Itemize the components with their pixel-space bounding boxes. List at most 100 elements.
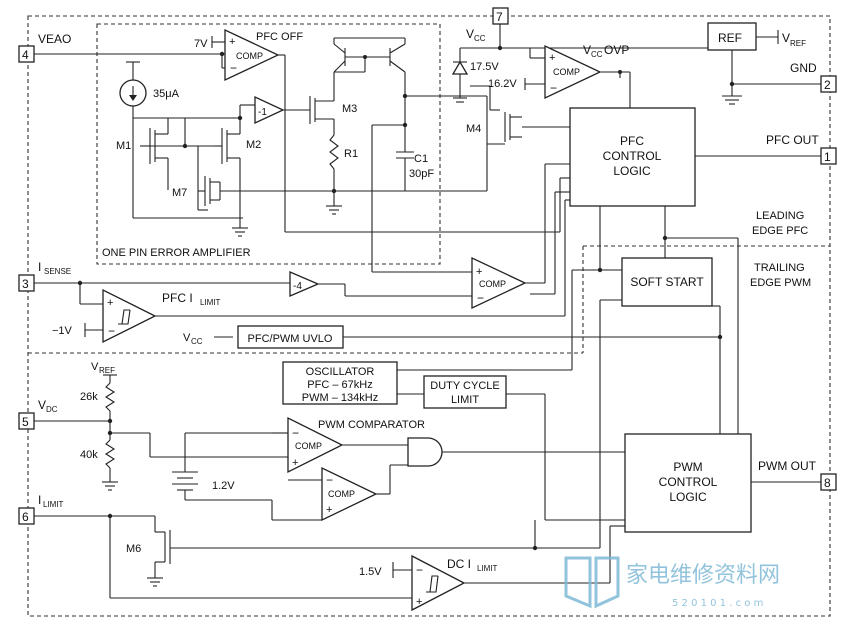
svg-text:V: V (466, 27, 474, 41)
svg-text:PFC: PFC (620, 134, 644, 148)
svg-text:V: V (583, 43, 591, 57)
svg-text:COMP: COMP (553, 67, 580, 77)
pin-6-ilimit: 6 I LIMIT (18, 493, 64, 525)
svg-text:SENSE: SENSE (44, 267, 71, 276)
svg-text:REF: REF (718, 31, 742, 45)
svg-text:COMP: COMP (236, 51, 263, 61)
svg-text:+: + (549, 52, 555, 64)
svg-text:PFC OFF: PFC OFF (256, 31, 303, 43)
svg-text:LIMIT: LIMIT (43, 500, 64, 509)
svg-text:CC: CC (191, 337, 203, 346)
svg-text:+: + (107, 297, 113, 309)
svg-text:OSCILLATOR: OSCILLATOR (306, 366, 375, 378)
svg-text:−: − (326, 473, 333, 487)
svg-text:V: V (91, 361, 99, 373)
svg-text:LOGIC: LOGIC (613, 164, 651, 178)
error-amp-region (96, 23, 441, 265)
svg-text:COMP: COMP (295, 441, 322, 451)
svg-text:3: 3 (22, 277, 29, 291)
transistor-m3: M3 (309, 96, 357, 124)
pfc-off-comparator: + − COMP PFC OFF (224, 28, 303, 82)
svg-text:CC: CC (474, 34, 486, 43)
pfc-control-logic: PFC CONTROL LOGIC (569, 107, 696, 207)
trailing-edge-label-2: EDGE PWM (750, 277, 811, 289)
svg-text:−: − (108, 324, 115, 338)
pin-3-isense: 3 I SENSE (18, 260, 71, 292)
svg-text:M2: M2 (246, 139, 261, 151)
dc-ilimit-comparator: − + DC I LIMIT (411, 554, 498, 612)
svg-text:DUTY CYCLE: DUTY CYCLE (430, 380, 499, 392)
svg-text:-1: -1 (258, 107, 267, 118)
battery-1v2: 1.2V (172, 432, 272, 501)
svg-text:17.5V: 17.5V (470, 61, 499, 73)
svg-text:PWM: PWM (673, 460, 702, 474)
current-limit-comparator: − + COMP (321, 466, 378, 522)
transistor-m1: M1 (116, 118, 169, 190)
svg-text:V: V (782, 31, 790, 45)
svg-text:8: 8 (824, 476, 831, 490)
svg-text:PFC I: PFC I (162, 291, 193, 305)
v15-label: 1.5V (359, 566, 382, 578)
pin-1-pfc-out: 1 PFC OUT (766, 133, 837, 165)
svg-text:VEAO: VEAO (38, 32, 71, 46)
svg-text:M1: M1 (116, 140, 131, 152)
svg-text:REF: REF (790, 39, 806, 48)
svg-text:4: 4 (22, 48, 29, 62)
svg-text:26k: 26k (80, 391, 98, 403)
svg-text:COMP: COMP (328, 489, 355, 499)
svg-text:CONTROL: CONTROL (659, 475, 718, 489)
resistor-r1: R1 (329, 134, 358, 170)
svg-text:PFC OUT: PFC OUT (766, 133, 819, 147)
svg-text:40k: 40k (80, 449, 98, 461)
svg-text:V: V (183, 332, 191, 344)
trailing-edge-label-1: TRAILING (754, 262, 805, 274)
svg-text:R1: R1 (344, 148, 358, 160)
svg-text:I: I (38, 493, 41, 507)
svg-text:OVP: OVP (604, 43, 629, 57)
svg-text:CONTROL: CONTROL (603, 149, 662, 163)
pfc-current-comparator: + − COMP (471, 256, 527, 310)
watermark-text: 家电维修资料网 (626, 563, 780, 588)
svg-text:−: − (550, 81, 557, 95)
svg-text:C1: C1 (414, 153, 428, 165)
capacitor-c1: C1 30pF (396, 151, 434, 180)
svg-text:−: − (230, 61, 237, 75)
svg-text:PFC – 67kHz: PFC – 67kHz (307, 379, 372, 391)
svg-text:I: I (38, 260, 41, 274)
svg-text:CC: CC (591, 50, 603, 59)
svg-text:-4: -4 (293, 281, 302, 292)
svg-text:PFC/PWM UVLO: PFC/PWM UVLO (248, 333, 333, 345)
svg-text:2: 2 (824, 78, 831, 92)
soft-start-block: SOFT START (621, 257, 713, 307)
svg-text:M6: M6 (126, 543, 141, 555)
transistor-m6: M6 (126, 530, 171, 564)
svg-text:−: − (477, 291, 484, 305)
svg-text:PWM OUT: PWM OUT (758, 459, 817, 473)
svg-text:M7: M7 (172, 187, 187, 199)
pnp-mirror (333, 37, 406, 96)
pin-4-veao: 4 VEAO (18, 32, 71, 63)
leading-edge-label-2: EDGE PFC (752, 225, 808, 237)
svg-text:PWM – 134kHz: PWM – 134kHz (302, 392, 378, 404)
pin-8-pwm-out: 8 PWM OUT (758, 459, 837, 491)
watermark-logo: 家电维修资料网 5 2 0 1 0 1 . c o m (564, 556, 780, 609)
svg-text:1: 1 (824, 150, 831, 164)
pin-2-gnd: 2 GND (790, 61, 837, 93)
svg-text:GND: GND (790, 61, 817, 75)
svg-text:SOFT START: SOFT START (630, 275, 704, 289)
svg-text:−: − (292, 426, 299, 440)
leading-edge-label-1: LEADING (756, 210, 804, 222)
gain-minus4: -4 (289, 271, 320, 297)
svg-text:DC: DC (46, 405, 58, 414)
pwm-control-logic: PWM CONTROL LOGIC (624, 433, 752, 533)
svg-text:REF: REF (99, 366, 115, 375)
svg-text:LIMIT: LIMIT (477, 564, 498, 573)
duty-cycle-limit-block: DUTY CYCLE LIMIT (423, 375, 507, 409)
svg-text:LOGIC: LOGIC (669, 490, 707, 504)
uvlo-block: V CC PFC/PWM UVLO (183, 325, 344, 349)
svg-text:5: 5 (22, 415, 29, 429)
watermark-url: 5 2 0 1 0 1 . c o m (672, 598, 763, 609)
svg-text:30pF: 30pF (409, 168, 434, 180)
svg-text:35μA: 35μA (153, 88, 180, 100)
